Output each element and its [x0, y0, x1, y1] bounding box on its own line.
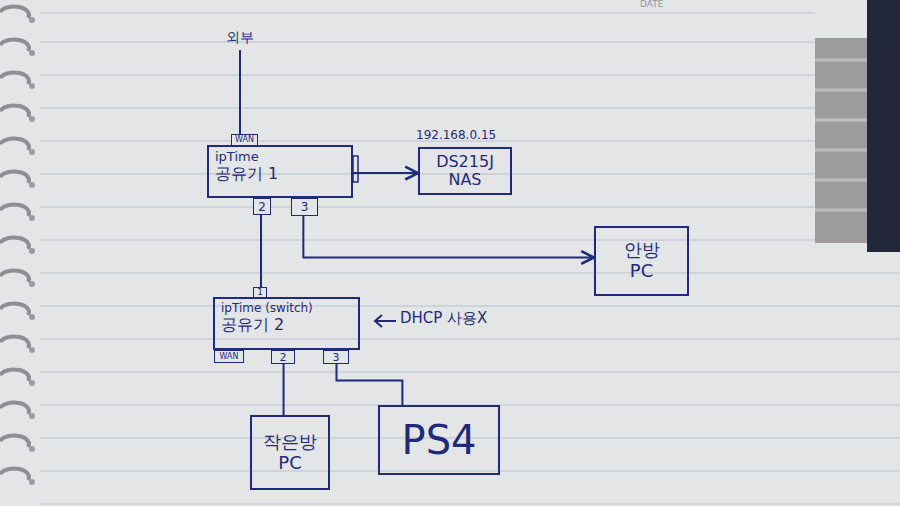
- spiral-holes: [29, 17, 35, 485]
- node-text: 안방 PC: [624, 240, 660, 281]
- switch-box: ipTime (switch)공유기 2: [213, 297, 360, 350]
- tab-stripes: [815, 60, 867, 210]
- page-header: DATE: [640, 0, 663, 9]
- pc-box: 작은방 PC: [250, 415, 330, 490]
- port-label: WAN: [214, 350, 244, 363]
- port-label: 2: [253, 198, 271, 215]
- node-text: ipTime (switch): [221, 302, 313, 316]
- port-label: WAN: [231, 134, 258, 146]
- dhcp-note: DHCP 사용X: [400, 311, 487, 326]
- node-text: 작은방 PC: [263, 432, 317, 473]
- node-text: ipTime: [215, 150, 259, 165]
- cable-line: [353, 172, 418, 174]
- ip-address: 192.168.0.15: [416, 129, 496, 143]
- router-box: ipTime공유기 1: [207, 145, 353, 198]
- node-text: 공유기 1: [215, 165, 278, 183]
- pc-box: 안방 PC: [594, 226, 689, 296]
- port-label: 3: [323, 350, 349, 364]
- index-tab: [815, 38, 867, 243]
- port-label: 1: [253, 287, 267, 298]
- spiral-rings: [0, 6, 29, 480]
- node-text: 공유기 2: [221, 316, 284, 334]
- external-wire: [239, 50, 241, 134]
- node-text: DS215J NAS: [436, 153, 494, 190]
- port-label: 3: [291, 198, 318, 216]
- desk-background: [867, 0, 900, 252]
- nas-box: 192.168.0.15DS215J NAS: [418, 147, 512, 195]
- port-label: 2: [271, 350, 295, 364]
- external-label: 외부: [226, 30, 254, 44]
- ruled-lines: [40, 13, 900, 504]
- note-arrow: [375, 315, 396, 327]
- cable-line: [303, 198, 594, 258]
- node-text: PS4: [402, 417, 477, 463]
- console-box: PS4: [378, 405, 500, 475]
- lan-port: [353, 156, 358, 182]
